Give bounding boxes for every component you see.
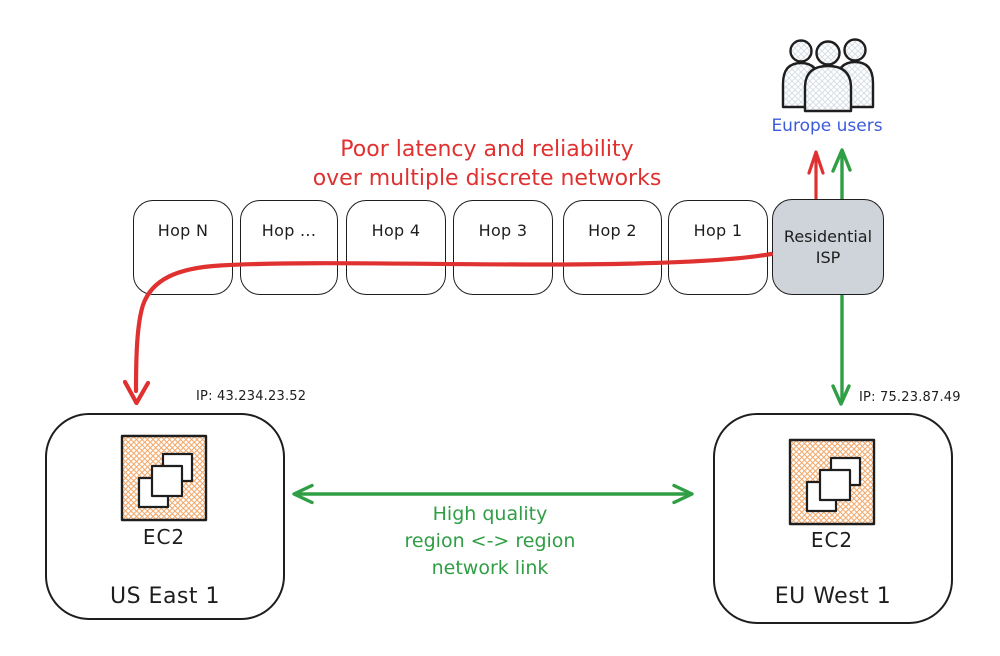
hop-box-3: Hop 3 <box>453 200 553 295</box>
person-right-head <box>843 38 867 62</box>
hop-box-n: Hop N <box>133 200 233 295</box>
us-east-ip-label: IP: 43.234.23.52 <box>196 389 307 404</box>
eu-west-ip-label: IP: 75.23.87.49 <box>859 390 961 405</box>
warning-label: Poor latency and reliability over multip… <box>287 135 687 193</box>
person-center-head <box>815 40 841 66</box>
link-label-line-1: High quality <box>432 503 548 525</box>
europe-users-icon <box>781 38 875 113</box>
users-group-shapes <box>781 38 875 113</box>
warning-line-1: Poor latency and reliability <box>340 137 634 162</box>
hop-box-dots: Hop ... <box>240 200 338 295</box>
hop-label: Hop 2 <box>588 221 637 240</box>
warning-line-2: over multiple discrete networks <box>312 166 662 191</box>
residential-isp-box: Residential ISP <box>772 199 884 295</box>
europe-users-label: Europe users <box>771 116 883 136</box>
hop-label: Hop 1 <box>693 221 743 240</box>
eu-west-region-label: EU West 1 <box>774 584 892 609</box>
ec2-label-eu-west: EC2 <box>810 528 854 552</box>
person-left-body <box>781 61 821 109</box>
hop-label: Hop 3 <box>478 221 528 240</box>
hop-label: Hop ... <box>261 221 317 240</box>
link-label-line-2: region <-> region <box>404 530 576 552</box>
residential-isp-label: Residential ISP <box>783 227 873 267</box>
hop-box-2: Hop 2 <box>563 200 662 295</box>
green-region-to-region-arrow <box>292 483 694 505</box>
link-label-line-3: network link <box>431 557 549 579</box>
red-isp-to-users-arrow <box>807 150 825 200</box>
hop-label: Hop N <box>157 221 209 240</box>
us-east-region-label: US East 1 <box>109 584 221 609</box>
person-left-head <box>789 39 813 63</box>
hop-box-1: Hop 1 <box>668 200 768 295</box>
hop-label: Hop 4 <box>371 221 421 240</box>
region-link-label: High quality region <-> region network l… <box>340 501 640 582</box>
person-right-body <box>835 60 875 109</box>
ec2-label-us-east: EC2 <box>142 525 186 549</box>
person-center-body <box>803 64 853 113</box>
hop-box-4: Hop 4 <box>346 200 446 295</box>
